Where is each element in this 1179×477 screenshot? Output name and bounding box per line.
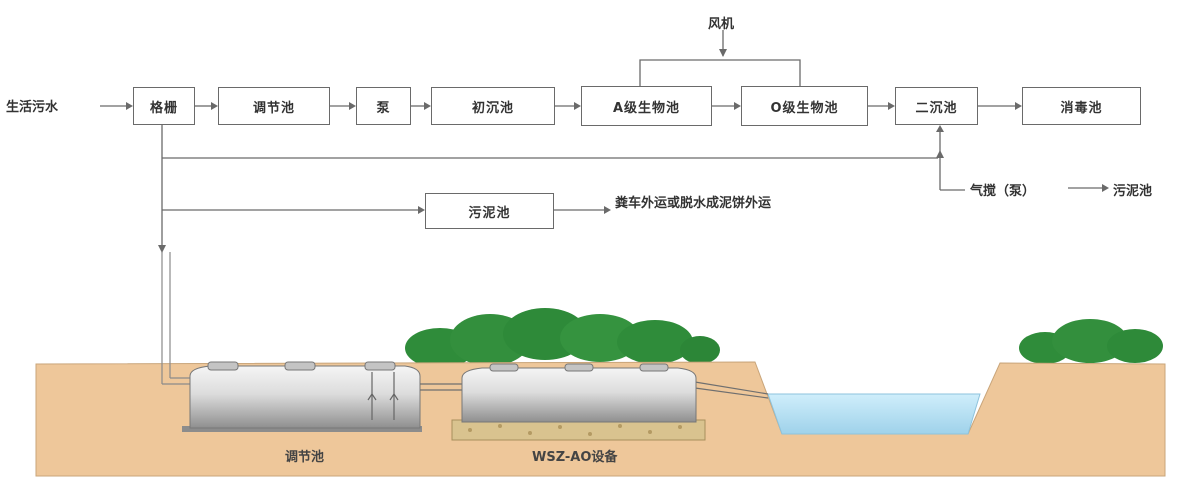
- box-regulating-tank: 调节池: [218, 87, 330, 125]
- bushes-right: [1019, 319, 1163, 364]
- caption-regulating-tank: 调节池: [285, 450, 325, 465]
- label-sludge-transport: 粪车外运或脱水成泥饼外运: [615, 196, 772, 211]
- regulating-tank-3d: [182, 361, 422, 432]
- wsz-ao-equipment-3d: [451, 363, 706, 441]
- box-grille: 格栅: [133, 87, 195, 125]
- label-domestic-sewage: 生活污水: [6, 100, 59, 115]
- box-primary-settling: 初沉池: [431, 87, 555, 125]
- box-o-bio-tank: O级生物池: [741, 86, 868, 126]
- label-blower: 风机: [708, 17, 735, 32]
- box-pump: 泵: [356, 87, 411, 125]
- box-sludge-tank: 污泥池: [425, 193, 554, 229]
- connecting-pipe: [420, 381, 769, 399]
- inlet-pipes: [161, 252, 190, 385]
- label-sludge-destination: 污泥池: [1113, 184, 1153, 199]
- bushes-left: [405, 308, 720, 368]
- box-disinfection: 消毒池: [1022, 87, 1141, 125]
- pond-water: [767, 393, 981, 435]
- box-secondary-settling: 二沉池: [895, 87, 978, 125]
- label-airlift-pump: 气搅（泵）: [970, 184, 1036, 199]
- caption-wsz-ao-equipment: WSZ-AO设备: [532, 450, 618, 465]
- box-a-bio-tank: A级生物池: [581, 86, 712, 126]
